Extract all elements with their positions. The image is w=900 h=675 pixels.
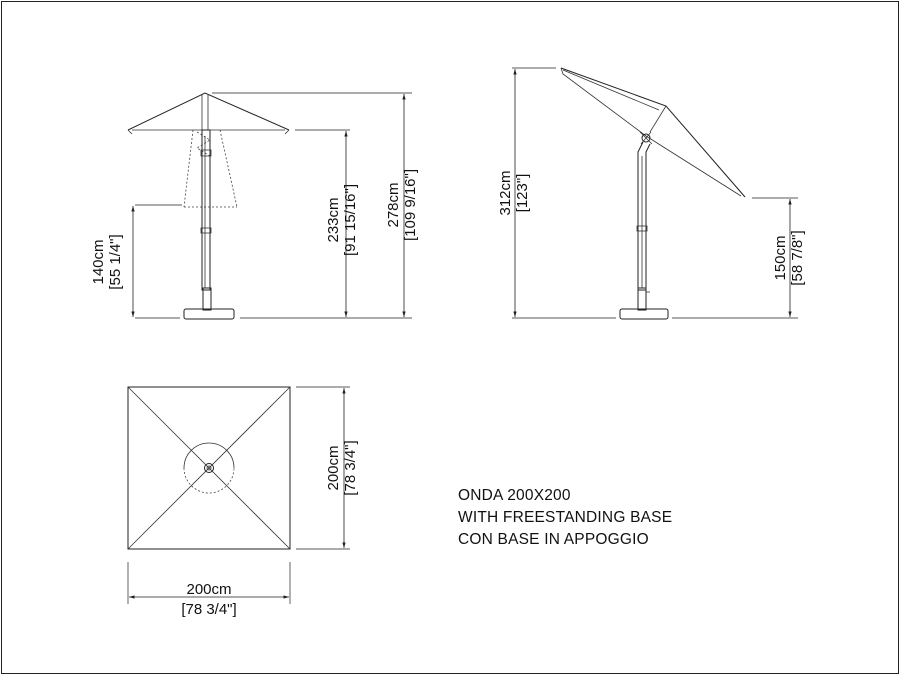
dim-140-inch-label: [55 1/4"] — [107, 234, 124, 289]
dim-278-label: 278cm — [385, 182, 402, 227]
plan-pole-hub — [204, 463, 214, 473]
front-elevation-view: 140cm [55 1/4"] 233cm [91 15/16"] 278cm … — [90, 92, 419, 320]
plan-base-outline — [183, 442, 235, 469]
side-tilt-hinge — [641, 133, 651, 143]
title-model: ONDA 200X200 — [458, 487, 571, 504]
plan-view: 200cm [78 3/4"] 200cm [78 3/4"] — [127, 386, 359, 618]
side-elevation-view: 312cm [123"] 150cm [58 7/8"] — [497, 67, 806, 320]
dim-plan-width-label: 200cm — [186, 581, 231, 598]
dim-233-inch-label: [91 15/16"] — [342, 184, 359, 256]
dim-233-label: 233cm — [325, 197, 342, 242]
dim-150-label: 150cm — [772, 235, 789, 280]
dim-312-label: 312cm — [497, 170, 514, 215]
dim-plan-depth-inch-label: [78 3/4"] — [342, 440, 359, 495]
plan-rib-diagonal-2 — [127, 386, 291, 550]
title-base-italian: CON BASE IN APPOGGIO — [458, 531, 649, 548]
dim-278-inch-label: [109 9/16"] — [402, 169, 419, 241]
side-canopy-underside — [560, 67, 742, 197]
dim-plan-depth-label: 200cm — [325, 445, 342, 490]
front-base-post — [202, 287, 212, 311]
front-base — [183, 308, 235, 320]
title-block: ONDA 200X200 WITH FREESTANDING BASE CON … — [458, 487, 672, 548]
side-base-post — [637, 287, 647, 311]
title-base-english: WITH FREESTANDING BASE — [458, 509, 672, 526]
dim-312-inch-label: [123"] — [514, 174, 531, 213]
side-canopy-top — [560, 67, 746, 198]
front-pole — [201, 129, 211, 291]
dim-150-inch-label: [58 7/8"] — [789, 230, 806, 285]
dim-140-label: 140cm — [90, 239, 107, 284]
side-pole — [637, 141, 651, 291]
side-base — [619, 308, 669, 320]
plan-canopy-square — [127, 386, 291, 550]
front-closed-outline — [183, 129, 238, 208]
dim-plan-width-inch-label: [78 3/4"] — [181, 601, 236, 618]
front-canopy-top — [127, 92, 290, 131]
